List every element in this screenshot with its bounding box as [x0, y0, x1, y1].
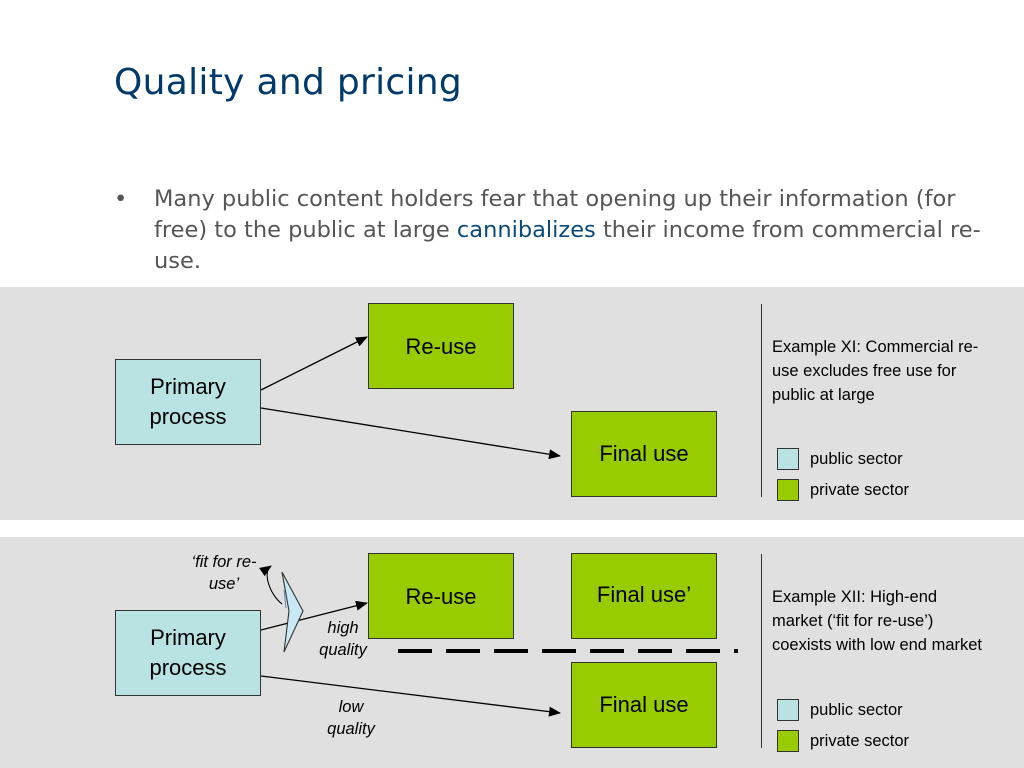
- example-text: Example XI: Commercial re-use excludes f…: [772, 338, 979, 404]
- slide-title: Quality and pricing: [114, 62, 463, 103]
- low-quality-label: low quality: [327, 698, 375, 738]
- reuse-box: Re-use: [368, 303, 514, 389]
- example-text: Example XII: High-end market (‘fit for r…: [772, 588, 982, 654]
- bullet-highlight: cannibalizes: [456, 217, 596, 243]
- final-use-box: Final use: [571, 411, 717, 497]
- final-use-box: Final use: [571, 662, 717, 748]
- primary-process-box: Primary process: [115, 359, 261, 445]
- legend-public-swatch: [777, 448, 799, 470]
- bullet-text-before: Many public content holders fear that op…: [154, 186, 956, 243]
- legend-private-label: private sector: [810, 481, 910, 499]
- bullet-text-after: their income from commercial re-use.: [154, 217, 981, 274]
- divider-line: [761, 554, 762, 748]
- legend-public-label: public sector: [810, 450, 903, 468]
- final-use-prime-box: Final use’: [571, 553, 717, 639]
- diagram-panel-bottom: ‘fit for re-use’ Primary process Re-use …: [0, 537, 1024, 768]
- legend-private-swatch: [777, 730, 799, 752]
- high-quality-label: high quality: [319, 619, 367, 659]
- bullet-marker: •: [114, 186, 128, 212]
- bullet-text: Many public content holders fear that op…: [154, 184, 994, 277]
- primary-process-box: Primary process: [115, 610, 261, 696]
- legend-public-swatch: [777, 699, 799, 721]
- legend-public-label: public sector: [810, 701, 903, 719]
- reuse-box: Re-use: [368, 553, 514, 639]
- divider-line: [761, 304, 762, 497]
- diagram-panel-top: Primary process Re-use Final use Example…: [0, 287, 1024, 520]
- legend-private-swatch: [777, 479, 799, 501]
- legend-private-label: private sector: [810, 732, 910, 750]
- fit-for-reuse-label: ‘fit for re-use’: [191, 553, 257, 593]
